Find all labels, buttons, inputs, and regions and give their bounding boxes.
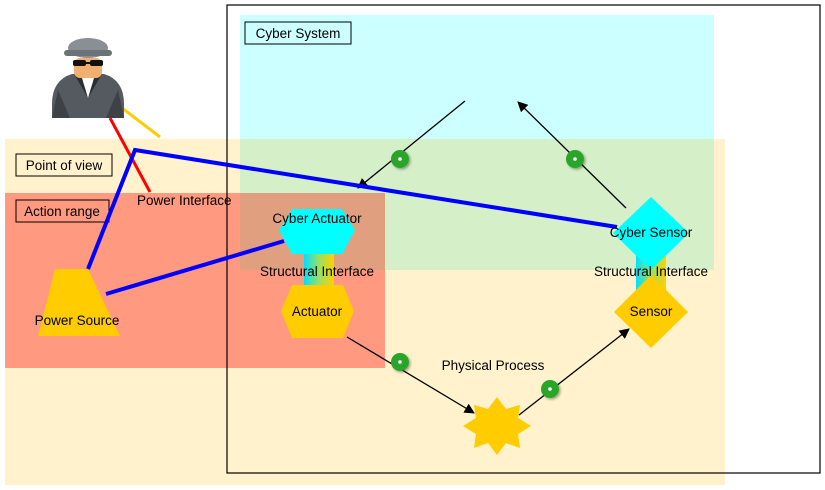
point-of-view-label-box (15, 153, 113, 177)
waypoint-1 (391, 150, 409, 168)
cyber-system-label: Cyber System (256, 26, 341, 41)
waypoint-4 (541, 380, 559, 398)
power-interface-label: Power Interface (137, 193, 232, 208)
waypoint-3 (391, 353, 409, 371)
attacker-cable (121, 106, 161, 139)
action-range-label: Action range (24, 204, 100, 219)
attack-path-lower (105, 239, 285, 296)
cyber-system-label-box (244, 21, 352, 45)
process-to-sensor-arrow (518, 328, 630, 416)
actuator-to-process-arrow (346, 336, 475, 414)
point-of-view-label: Point of view (26, 158, 103, 173)
cyber-to-actuator-arrow (357, 100, 466, 189)
cyber-actuator-label: Cyber Actuator (272, 211, 362, 226)
sensor-node (614, 275, 688, 348)
cyber-system-frame (226, 4, 821, 474)
structural-interface-left-label: Structural Interface (260, 264, 374, 279)
waypoint-2 (566, 150, 584, 168)
physical-process-node (463, 397, 531, 455)
power-source-label: Power Source (35, 313, 120, 328)
physical-process-label: Physical Process (442, 358, 545, 373)
power-source-node (38, 269, 120, 336)
attack-path-upper (86, 147, 618, 270)
actuator-label: Actuator (292, 304, 343, 319)
structural-interface-right-label: Structural Interface (594, 264, 708, 279)
hacker-icon (52, 38, 124, 118)
sensor-label: Sensor (630, 304, 673, 319)
cyber-sensor-label: Cyber Sensor (610, 225, 693, 240)
cyber-actuator-node (279, 209, 355, 254)
cyber-sensor-node (613, 197, 689, 270)
attacker-power-line (108, 117, 152, 193)
actuator-node (281, 285, 354, 338)
